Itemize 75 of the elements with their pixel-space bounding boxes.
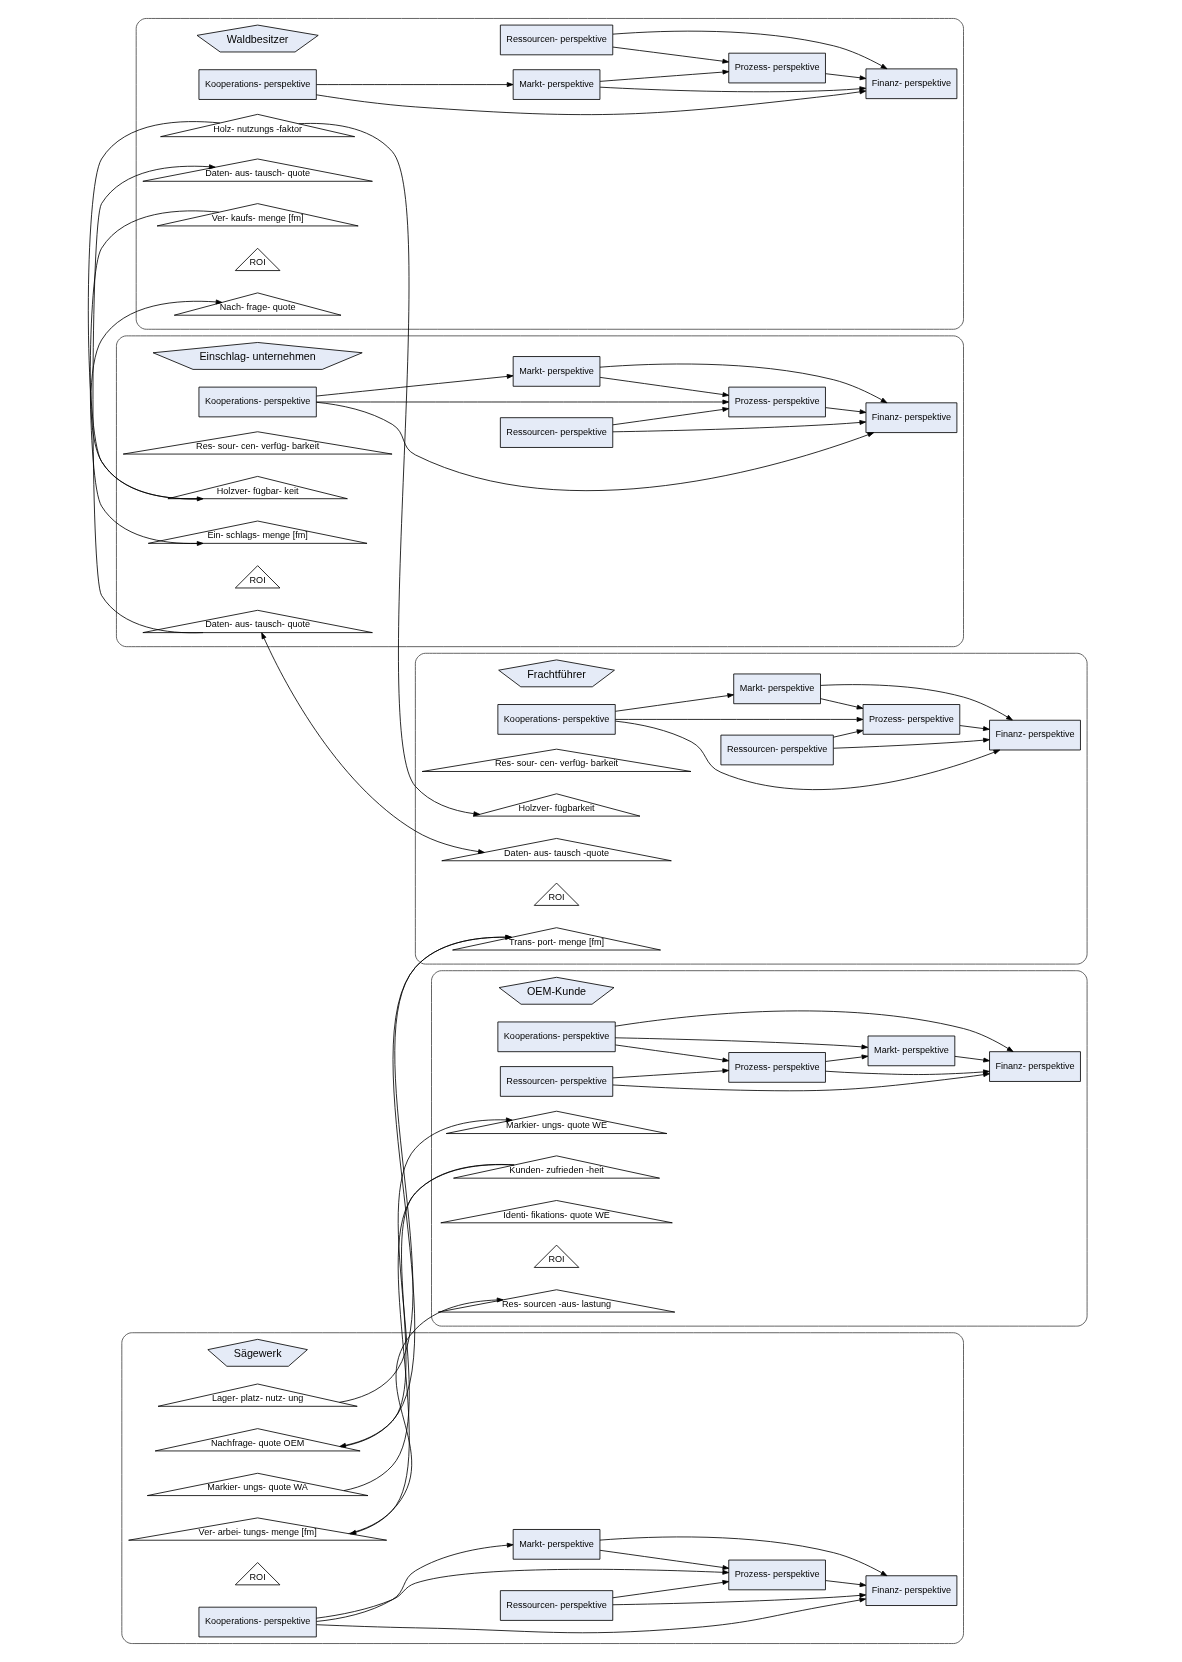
cluster: [116, 335, 964, 648]
node-box: Kooperations- perspektive: [198, 69, 317, 100]
node-box: Markt- perspektive: [512, 1529, 601, 1560]
arrow: [820, 698, 864, 710]
node-box: Markt- perspektive: [733, 673, 821, 705]
arrow: [612, 1579, 730, 1599]
node-box: Finanz- perspektive: [865, 402, 958, 433]
arrow: [615, 693, 734, 712]
arrow: [825, 407, 867, 415]
arrow: [298, 123, 481, 817]
arrow: [614, 716, 864, 722]
arrow: [612, 407, 730, 426]
node-box: Finanz- perspektive: [989, 719, 1081, 751]
cluster: [414, 652, 1088, 965]
arrow: [612, 1072, 990, 1092]
arrow: [348, 1297, 504, 1535]
arrow: [825, 1054, 869, 1062]
node-box: Prozess- perspektive: [728, 52, 826, 84]
arrow: [615, 1044, 730, 1063]
arrow: [614, 1037, 869, 1050]
arrow: [820, 684, 1013, 721]
arrow: [315, 399, 730, 405]
arrow: [92, 164, 216, 634]
cluster: [121, 1332, 964, 1644]
node-box: Kooperations- perspektive: [198, 386, 317, 418]
arrow: [615, 720, 1001, 791]
arrow: [825, 1069, 990, 1075]
node-box: Finanz- perspektive: [865, 68, 958, 100]
arrow: [599, 69, 730, 82]
arrow: [316, 82, 514, 88]
node-box: Finanz- perspektive: [989, 1051, 1081, 1082]
arrow: [599, 376, 730, 397]
arrow: [599, 86, 867, 93]
arrow: [339, 1164, 515, 1448]
node-box: Finanz- perspektive: [865, 1575, 958, 1606]
node-box: Kooperations- perspektive: [198, 1606, 317, 1638]
node-box: Markt- perspektive: [867, 1035, 956, 1067]
node-box: Ressourcen- perspektive: [499, 24, 614, 56]
node-box: Prozess- perspektive: [728, 1052, 826, 1083]
arrow: [612, 1068, 730, 1079]
node-box: Prozess- perspektive: [728, 1559, 826, 1591]
arrow: [599, 363, 888, 404]
arrow: [612, 30, 888, 70]
node-box: Prozess- perspektive: [728, 386, 826, 418]
node-box: Kooperations- perspektive: [497, 704, 616, 735]
arrow: [315, 89, 867, 115]
arrow: [343, 1117, 513, 1491]
arrow: [959, 725, 990, 731]
arrow: [954, 1055, 990, 1063]
arrow: [316, 1542, 514, 1622]
node-box: Prozess- perspektive: [862, 704, 961, 735]
node-box: Markt- perspektive: [512, 356, 601, 387]
cluster: [135, 18, 964, 330]
arrow: [89, 210, 220, 546]
node-box: Ressourcen- perspektive: [499, 1590, 614, 1621]
arrow: [833, 729, 864, 738]
node-box: Ressourcen- perspektive: [499, 1066, 614, 1097]
arrow: [833, 737, 990, 749]
arrow: [316, 401, 875, 492]
arrow: [612, 46, 730, 64]
arrow: [825, 73, 867, 81]
arrow: [612, 420, 867, 433]
node-box: Ressourcen- perspektive: [720, 734, 834, 766]
arrow: [612, 1592, 867, 1606]
arrow: [316, 373, 514, 397]
node-box: Markt- perspektive: [512, 69, 601, 100]
arrow: [599, 1549, 730, 1570]
arrow: [261, 632, 485, 855]
arrow: [825, 1580, 867, 1588]
node-box: Kooperations- perspektive: [497, 1021, 616, 1053]
arrow: [614, 1010, 1014, 1053]
node-box: Ressourcen- perspektive: [499, 417, 614, 448]
arrow: [599, 1536, 888, 1577]
cluster: [431, 970, 1088, 1327]
arrow: [316, 1597, 867, 1634]
